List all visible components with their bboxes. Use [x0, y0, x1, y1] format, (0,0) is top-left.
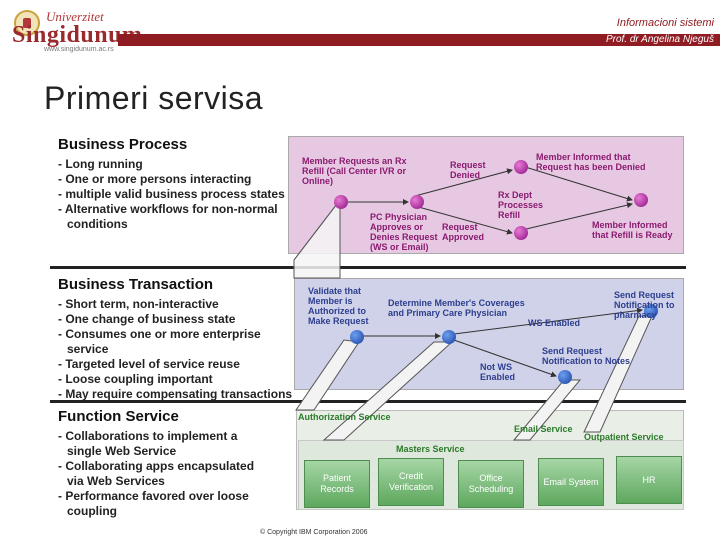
university-seal-icon: [14, 10, 40, 36]
ws-enabled-label: WS Enabled: [528, 318, 581, 328]
process-node: [514, 160, 528, 174]
business-transaction-section: Business Transaction Short term, non-int…: [58, 276, 298, 402]
list-item: One change of business state: [58, 312, 298, 327]
member-informed-ready-label: Member Informed that Refill is Ready: [592, 220, 673, 240]
business-process-heading: Business Process: [58, 136, 188, 153]
header-bar: [118, 34, 720, 46]
process-node: [334, 195, 348, 209]
send-pharmacy-label: Send Request Notification to pharmacy: [614, 290, 675, 320]
logo-url: www.singidunum.ac.rs: [44, 46, 114, 53]
business-process-panel: [288, 136, 684, 254]
email-service-title: Email Service: [514, 424, 573, 434]
function-service-heading: Function Service: [58, 408, 179, 425]
hr-box: HR: [616, 456, 682, 504]
list-item: Collaborations to implement a single Web…: [58, 429, 270, 459]
list-item: Targeted level of service reuse: [58, 357, 298, 372]
list-item: May require compensating transactions: [58, 387, 298, 402]
credit-verification-box: Credit Verification: [378, 458, 444, 506]
list-item: One or more persons interacting: [58, 172, 288, 187]
member-informed-denied-label: Member Informed that Request has been De…: [536, 152, 646, 172]
logo-university-text: Univerzitet: [46, 9, 104, 24]
author-name: Prof. dr Angelina Njeguš: [605, 34, 714, 45]
member-requests-label: Member Requests an Rx Refill (Call Cente…: [302, 156, 407, 186]
list-item: Alternative workflows for non-normal con…: [58, 202, 288, 232]
email-system-box: Email System: [538, 458, 604, 506]
transaction-node: [442, 330, 456, 344]
determine-label: Determine Member's Coverages and Primary…: [388, 298, 525, 318]
send-notes-label: Send Request Notification to Notes: [542, 346, 630, 366]
business-transaction-heading: Business Transaction: [58, 276, 214, 293]
transaction-node: [558, 370, 572, 384]
request-denied-label: Request Denied: [450, 160, 486, 180]
list-item: Loose coupling important: [58, 372, 298, 387]
rx-dept-label: Rx Dept Processes Refill: [498, 190, 544, 220]
course-title: Informacioni sistemi: [616, 17, 714, 29]
patient-records-box: Patient Records: [304, 460, 370, 508]
slide-title: Primeri servisa: [44, 80, 264, 116]
office-scheduling-box: Office Scheduling: [458, 460, 524, 508]
list-item: Short term, non-interactive: [58, 297, 298, 312]
section-divider: [50, 266, 686, 269]
transaction-node: [350, 330, 364, 344]
list-item: Performance favored over loose coupling: [58, 489, 270, 519]
validate-label: Validate that Member is Authorized to Ma…: [308, 286, 369, 326]
pc-physician-label: PC Physician Approves or Denies Request …: [370, 212, 438, 252]
process-node: [634, 193, 648, 207]
transaction-node: [644, 304, 658, 318]
process-node: [410, 195, 424, 209]
request-approved-label: Request Approved: [442, 222, 485, 242]
service-layers-diagram: Business Process Long running One or mor…: [44, 130, 690, 535]
list-item: Long running: [58, 157, 288, 172]
list-item: multiple valid business process states: [58, 187, 288, 202]
masters-service-title: Masters Service: [396, 444, 465, 454]
not-ws-label: Not WS Enabled: [480, 362, 516, 382]
process-node: [514, 226, 528, 240]
authorization-service-title: Authorization Service: [298, 412, 391, 422]
list-item: Consumes one or more enterprise service: [58, 327, 298, 357]
function-service-section: Function Service Collaborations to imple…: [58, 408, 270, 519]
copyright-text: © Copyright IBM Corporation 2006: [260, 529, 368, 536]
outpatient-service-title: Outpatient Service: [584, 432, 664, 442]
diagram-connectors: [293, 165, 653, 441]
list-item: Collaborating apps encapsulated via Web …: [58, 459, 270, 489]
business-process-section: Business Process Long running One or mor…: [58, 136, 288, 232]
